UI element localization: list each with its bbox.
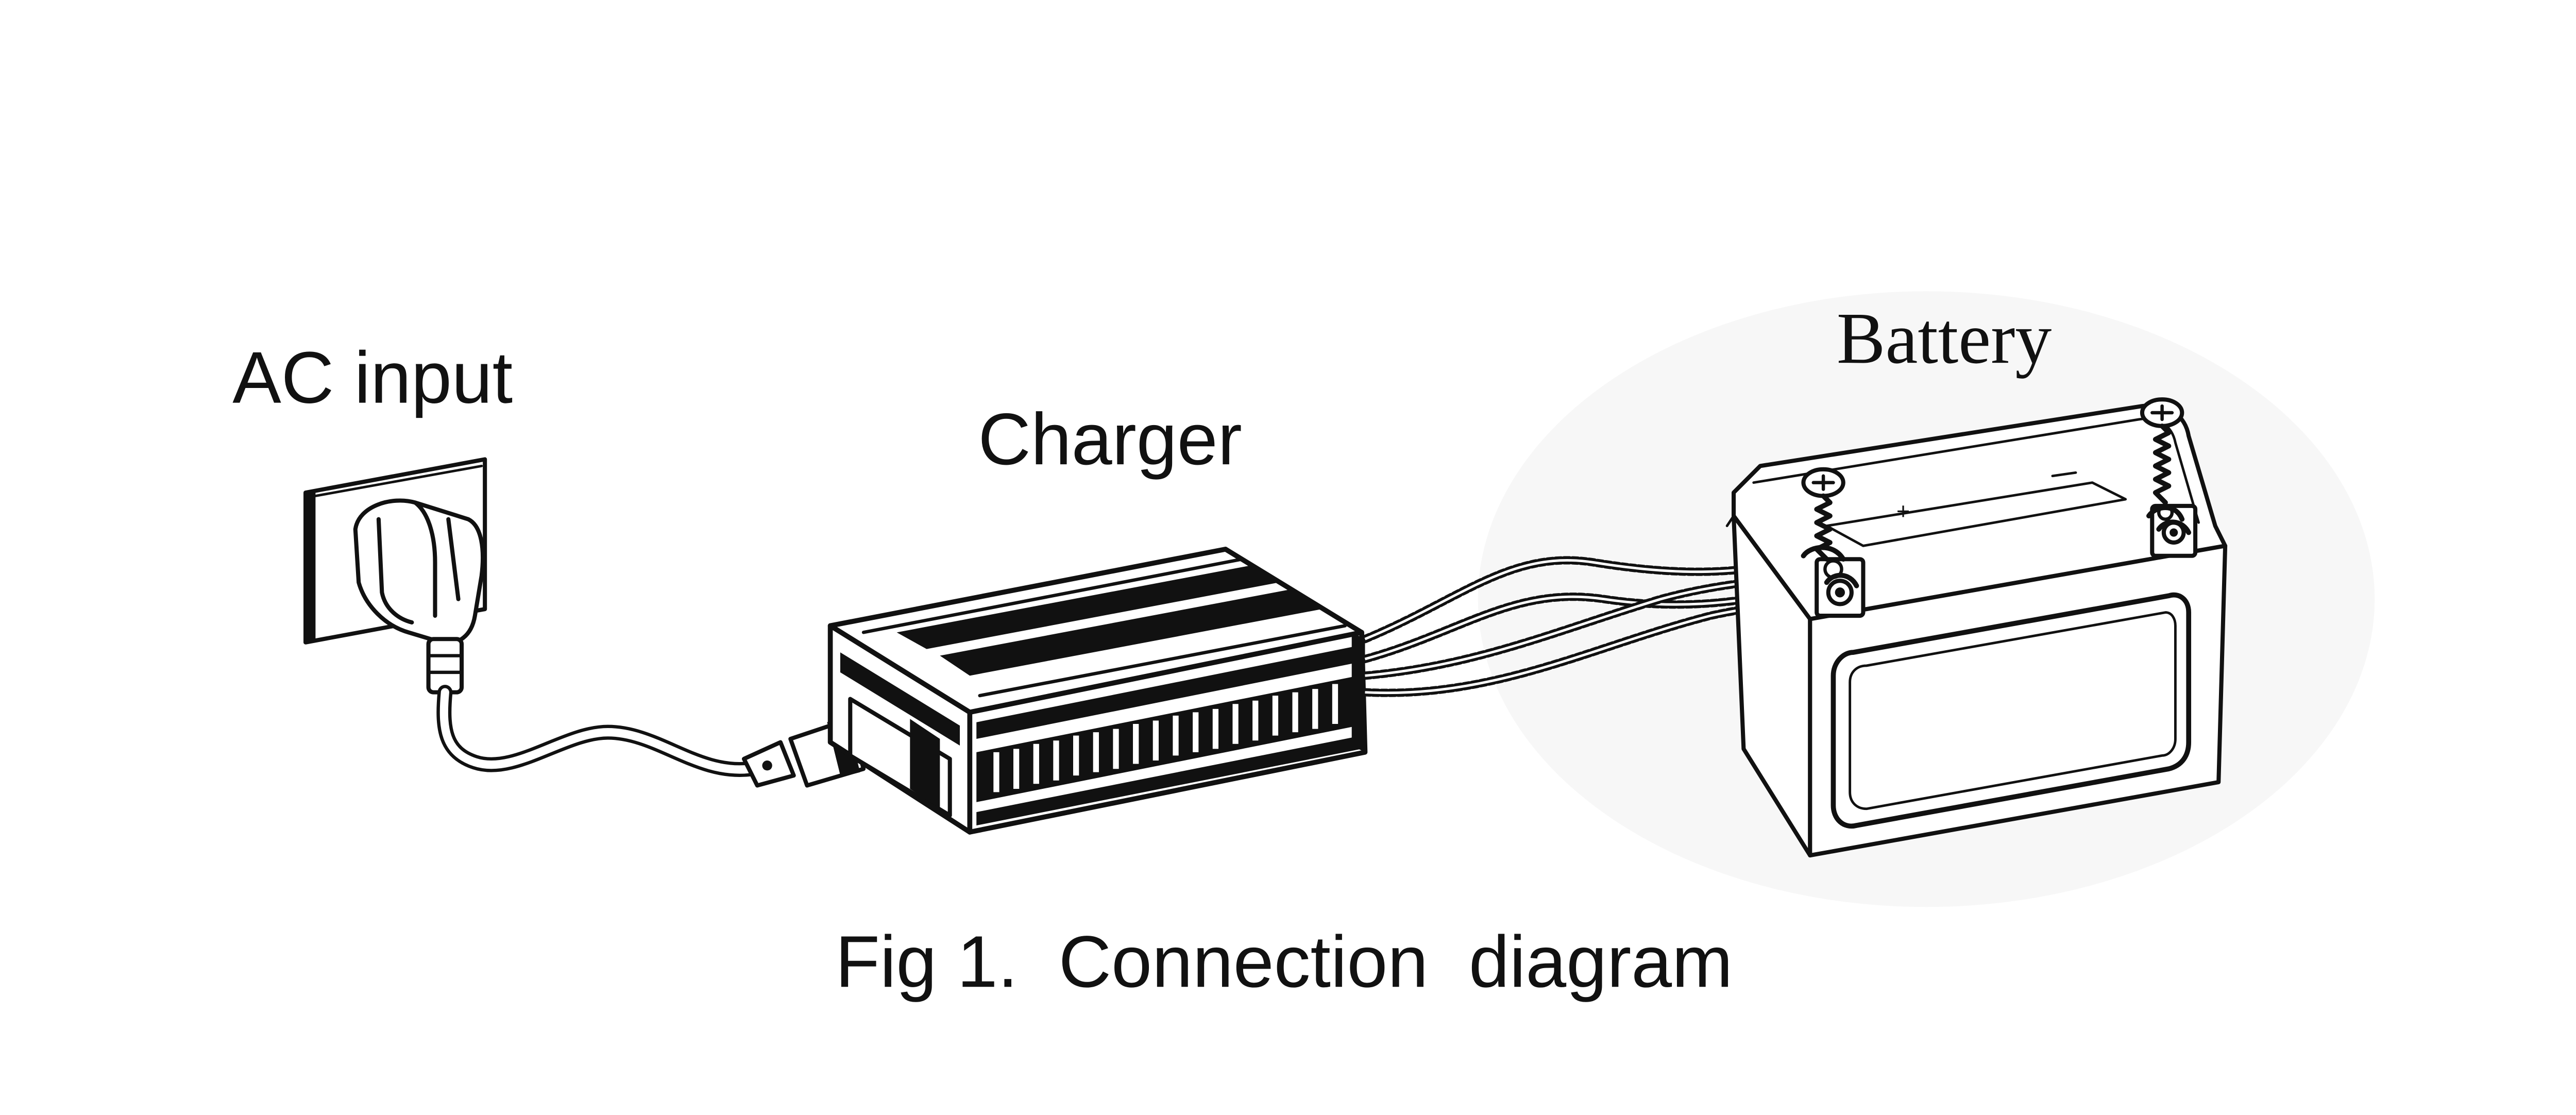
- ac-input-label: AC input: [232, 336, 513, 418]
- ac-power-cable: [436, 685, 758, 778]
- charger-unit: [827, 547, 1368, 835]
- wall-plug: [353, 498, 485, 695]
- battery-terminal-right: [2150, 503, 2198, 558]
- terminal-screw-right: [2140, 397, 2184, 505]
- battery-unit: +: [1725, 403, 2228, 858]
- cable-terminal-loops: [1801, 505, 2192, 588]
- figure-caption: Fig 1. Connection diagram: [835, 921, 1733, 1003]
- charger-vent-slots: [993, 684, 1338, 792]
- battery-plus-mark: +: [1896, 498, 1910, 525]
- battery-label: Battery: [1837, 297, 2052, 379]
- charger-label: Charger: [978, 398, 1242, 480]
- battery-terminal-left: [1815, 557, 1866, 618]
